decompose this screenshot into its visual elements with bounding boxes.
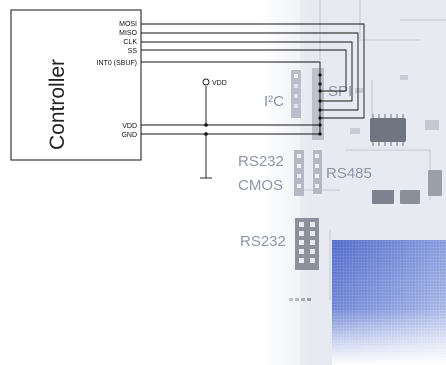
controller-box: [10, 9, 142, 161]
vdd-terminal-icon: [202, 78, 210, 86]
wire-clk: [141, 41, 353, 102]
controller-title: Controller: [46, 59, 69, 150]
rs485-header: [313, 150, 322, 194]
wire-mosi: [141, 23, 365, 119]
pin-label-ss: SS: [128, 48, 138, 55]
rs232-bottom-header: [295, 218, 319, 270]
board-background: [262, 0, 446, 365]
i2c-header: [291, 70, 301, 118]
pin-label-miso: MISO: [119, 30, 137, 37]
pin-label-clk: CLK: [123, 39, 137, 46]
label-spi: SPI: [328, 83, 352, 100]
pin-label-mosi: MOSI: [119, 21, 137, 28]
junctions: [204, 73, 322, 136]
label-rs232-bottom: RS232: [240, 233, 286, 250]
pin-label-gnd: GND: [121, 132, 137, 139]
label-i2c: I²C: [264, 93, 284, 110]
label-cmos: CMOS: [238, 177, 283, 194]
label-rs485: RS485: [326, 165, 372, 182]
pin-label-int0: INT0 (SBUF): [97, 60, 137, 67]
label-rs232-top: RS232: [238, 153, 284, 170]
spi-header: [312, 68, 324, 140]
pin-label-vdd: VDD: [122, 123, 137, 130]
wire-ss: [141, 49, 347, 92]
rs232-top-header: [294, 150, 304, 196]
vdd-supply-label: VDD: [212, 80, 227, 87]
wire-miso: [141, 32, 359, 111]
